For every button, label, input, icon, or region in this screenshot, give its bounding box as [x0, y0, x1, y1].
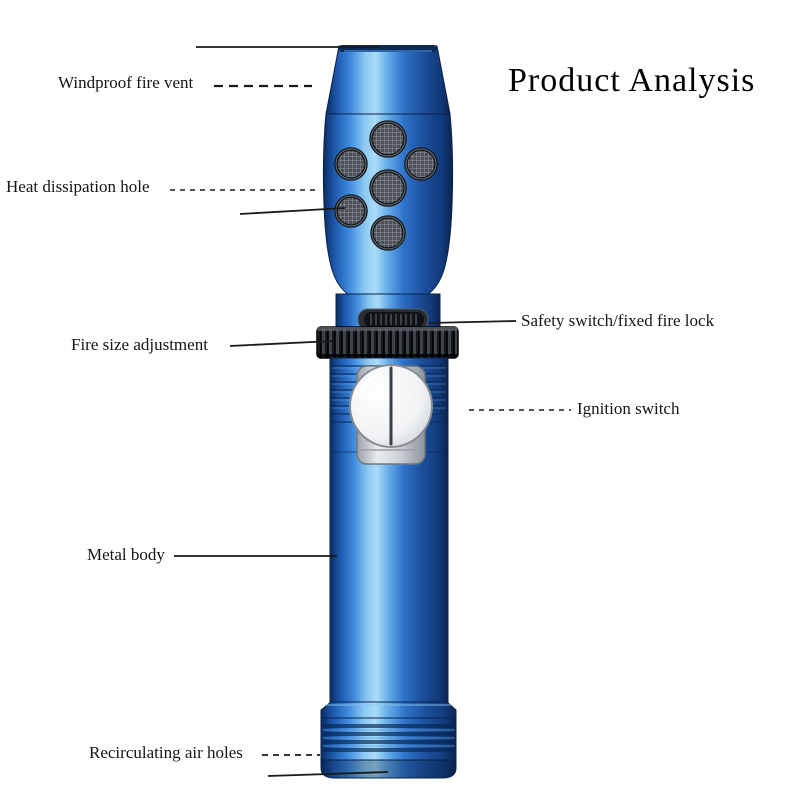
heat-dissipation-holes	[334, 120, 438, 251]
ignition-button	[349, 364, 433, 465]
fire-size-line-solid	[229, 340, 334, 347]
leader-lines	[170, 46, 571, 777]
windproof-fire-vent-part	[325, 45, 451, 115]
label-heat-dissipation-hole: Heat dissipation hole	[6, 177, 150, 196]
heat-line-solid	[239, 207, 346, 215]
safety-switch-part	[335, 293, 441, 333]
lighter	[316, 45, 459, 779]
page-title: Product Analysis	[508, 62, 756, 99]
safety-line-solid	[428, 320, 517, 324]
fire-adjustment-ring	[316, 326, 459, 359]
label-recirculating-air-holes: Recirculating air holes	[89, 743, 243, 762]
label-metal-body: Metal body	[87, 545, 165, 564]
bottom-cap	[320, 701, 457, 779]
label-ignition-switch: Ignition switch	[577, 399, 680, 418]
label-fire-size-adjustment: Fire size adjustment	[71, 335, 208, 354]
recirc-line-solid	[267, 771, 389, 777]
label-safety-switch: Safety switch/fixed fire lock	[521, 311, 715, 330]
label-windproof-fire-vent: Windproof fire vent	[58, 73, 194, 92]
